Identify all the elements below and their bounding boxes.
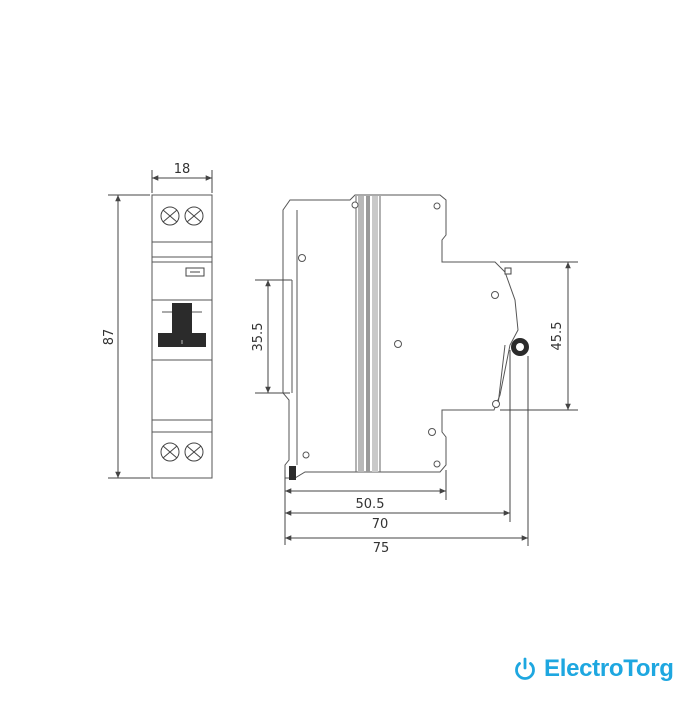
rivet-icon (302, 451, 310, 459)
power-icon (515, 657, 535, 680)
rivet-icon (351, 201, 359, 209)
side-left-height-label: 35.5 (251, 323, 266, 352)
screw-icon (184, 442, 204, 462)
rivet-icon (394, 340, 402, 348)
brand-name: ElectroTorg (544, 655, 674, 682)
depth-dimensions (284, 350, 529, 546)
front-height-label: 87 (102, 329, 117, 346)
side-right-height-label: 45.5 (550, 322, 565, 351)
toggle-lever (158, 303, 206, 347)
depth-3-label: 75 (373, 541, 390, 556)
side-left-dimension (255, 279, 290, 394)
rivet-icon (298, 254, 306, 262)
bottom-clip (289, 466, 296, 480)
top-screws (160, 206, 204, 226)
side-rivets (298, 201, 500, 468)
top-terminal-block (151, 194, 213, 258)
din-clip-knob (504, 267, 529, 356)
front-width-dimension (151, 170, 213, 193)
brand-logo: ElectroTorg (512, 654, 674, 684)
rivet-icon (492, 400, 500, 408)
rivet-icon (433, 202, 441, 210)
side-grey-band (355, 196, 381, 472)
side-body-outline (282, 194, 519, 479)
side-right-dimension (500, 261, 578, 411)
bottom-screws (160, 442, 204, 462)
rivet-icon (491, 291, 499, 299)
screw-icon (160, 206, 180, 226)
screw-icon (160, 442, 180, 462)
front-height-dimension (108, 194, 150, 479)
side-view (282, 194, 519, 479)
screw-icon (184, 206, 204, 226)
front-view (151, 194, 213, 479)
depth-2-label: 70 (372, 517, 389, 532)
front-width-label: 18 (174, 162, 191, 177)
bottom-terminal-block (151, 419, 213, 479)
depth-1-label: 50.5 (356, 497, 385, 512)
rivet-icon (433, 460, 441, 468)
rivet-icon (428, 428, 436, 436)
